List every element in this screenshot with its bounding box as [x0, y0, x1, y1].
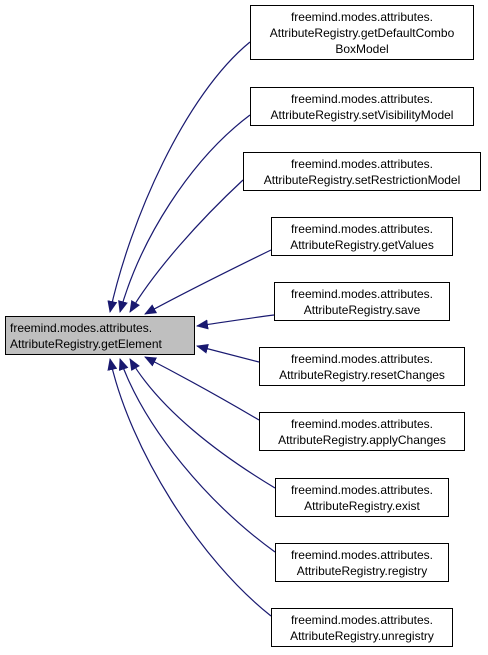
root-node-line-1: freemind.modes.attributes. [10, 320, 153, 335]
caller-node-line-1: freemind.modes.attributes. [290, 91, 434, 106]
caller-node-line-2: AttributeRegistry.exist [304, 498, 420, 513]
caller-node-line-2: AttributeRegistry.resetChanges [279, 367, 445, 382]
caller-node-line-1: freemind.modes.attributes. [290, 9, 434, 24]
caller-node-line-1: freemind.modes.attributes. [290, 482, 434, 497]
caller-node-line-2: AttributeRegistry.getValues [290, 237, 434, 252]
caller-node-line-2: AttributeRegistry.registry [296, 563, 428, 578]
caller-node-unregistry[interactable]: freemind.modes.attributes. AttributeRegi… [271, 608, 453, 647]
caller-node-line-2: AttributeRegistry.setRestrictionModel [263, 172, 461, 187]
edge-set-restriction-model [129, 179, 244, 313]
caller-node-line-2: AttributeRegistry.unregistry [290, 628, 434, 643]
edge-reset-changes [196, 343, 260, 363]
caller-node-line-3: BoxModel [335, 41, 389, 56]
root-node-line-2: AttributeRegistry.getElement [10, 336, 162, 351]
edge-exist [129, 358, 276, 489]
caller-node-line-1: freemind.modes.attributes. [290, 547, 434, 562]
caller-node-set-visibility-model[interactable]: freemind.modes.attributes. AttributeRegi… [250, 87, 474, 126]
caller-node-get-values[interactable]: freemind.modes.attributes. AttributeRegi… [271, 217, 453, 256]
edge-get-default-combo-box-model [107, 41, 251, 313]
caller-node-line-1: freemind.modes.attributes. [290, 221, 434, 236]
caller-node-reset-changes[interactable]: freemind.modes.attributes. AttributeRegi… [259, 347, 465, 386]
caller-node-line-1: freemind.modes.attributes. [290, 286, 434, 301]
caller-node-set-restriction-model[interactable]: freemind.modes.attributes. AttributeRegi… [243, 152, 481, 191]
caller-node-line-2: AttributeRegistry.setVisibilityModel [270, 107, 454, 122]
edge-set-visibility-model [118, 114, 251, 313]
caller-node-line-1: freemind.modes.attributes. [290, 416, 434, 431]
caller-node-line-1: freemind.modes.attributes. [290, 156, 434, 171]
root-node-get-element[interactable]: freemind.modes.attributes. AttributeRegi… [5, 316, 195, 355]
caller-node-line-2: AttributeRegistry.save [303, 302, 421, 317]
caller-node-get-default-combo-box-model[interactable]: freemind.modes.attributes. AttributeRegi… [250, 5, 474, 60]
caller-node-line-1: freemind.modes.attributes. [290, 612, 434, 627]
edge-apply-changes [144, 356, 260, 421]
edge-get-values [144, 249, 272, 315]
caller-node-line-2: AttributeRegistry.applyChanges [278, 432, 446, 447]
caller-node-apply-changes[interactable]: freemind.modes.attributes. AttributeRegi… [259, 412, 465, 451]
caller-node-registry[interactable]: freemind.modes.attributes. AttributeRegi… [275, 543, 449, 582]
edge-save [196, 314, 275, 330]
caller-node-exist[interactable]: freemind.modes.attributes. AttributeRegi… [275, 478, 449, 517]
edge-registry [118, 358, 276, 553]
caller-node-line-1: freemind.modes.attributes. [290, 351, 434, 366]
caller-node-line-2: AttributeRegistry.getDefaultCombo [269, 25, 455, 40]
edge-unregistry [107, 358, 272, 617]
caller-node-save[interactable]: freemind.modes.attributes. AttributeRegi… [274, 282, 450, 321]
